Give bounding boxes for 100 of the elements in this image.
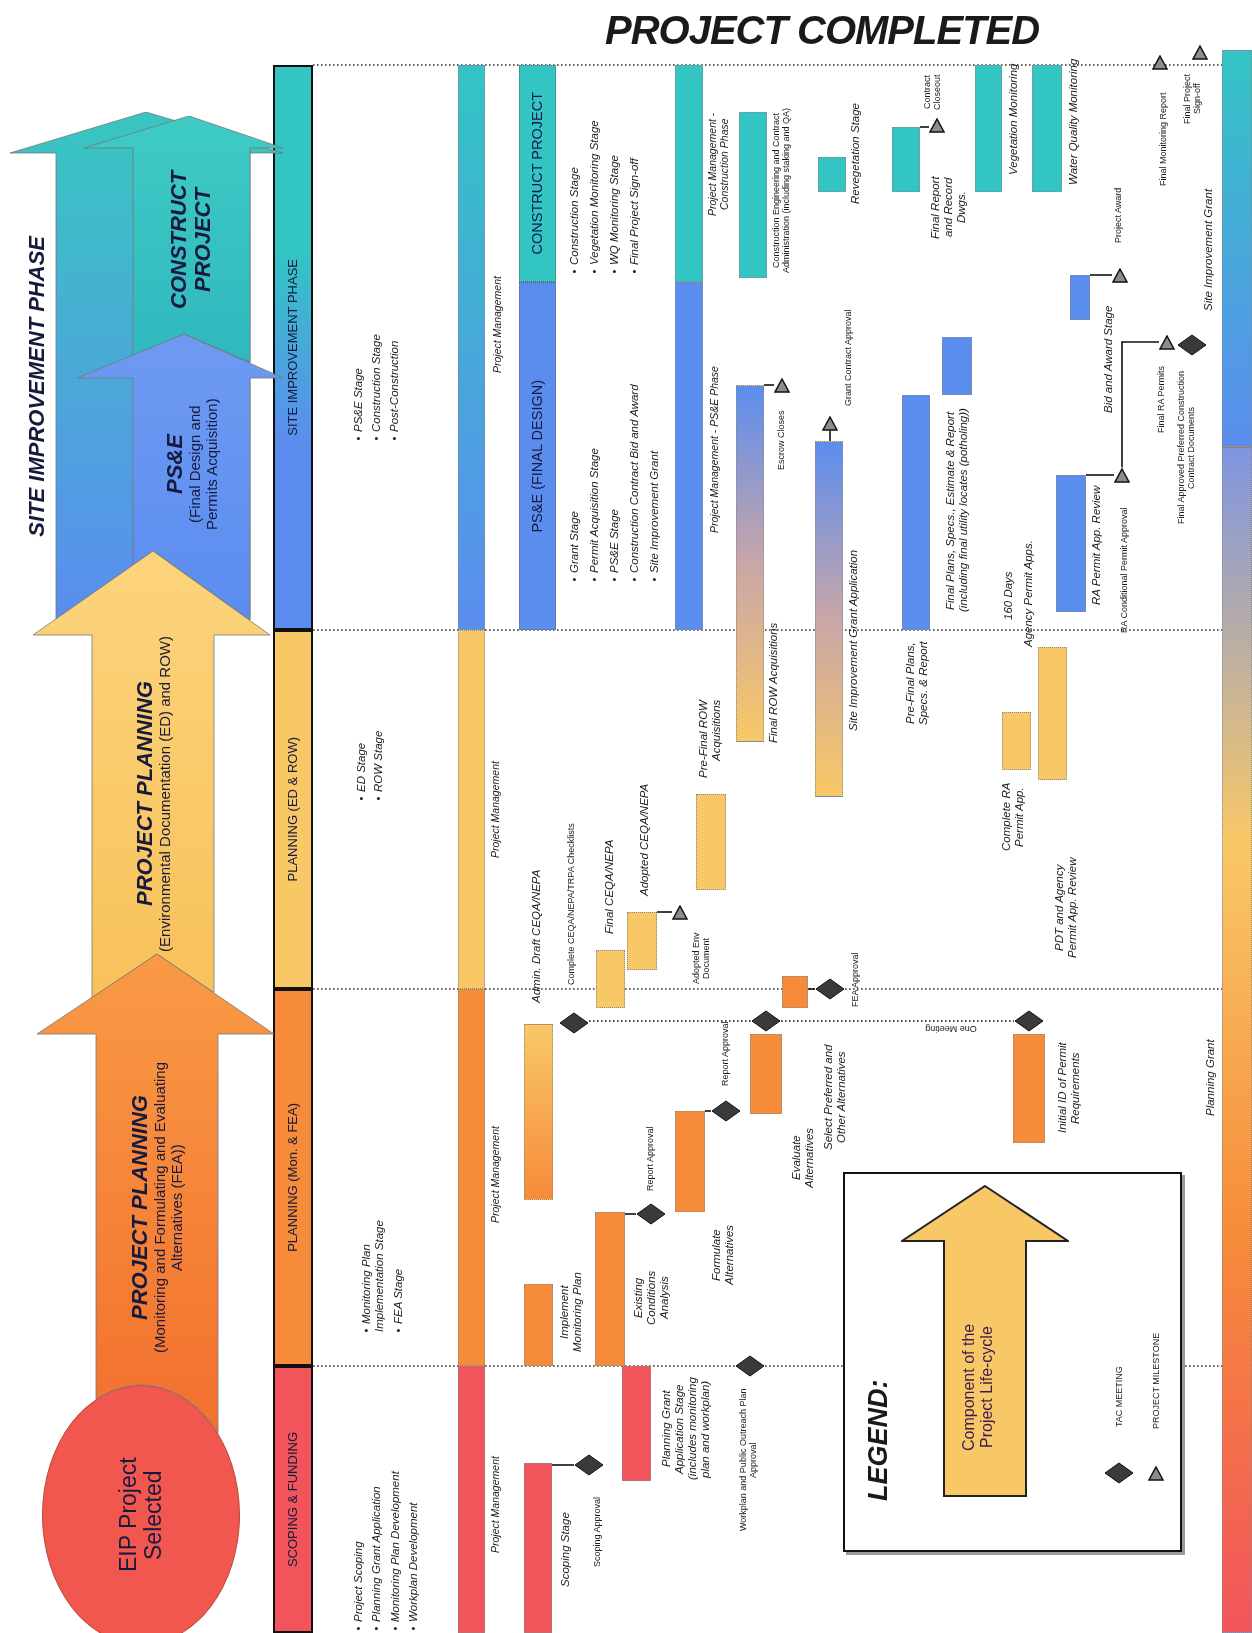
bullet-item: FEA Stage: [392, 1220, 405, 1332]
task-bar: [458, 65, 485, 630]
bullet-item: Permit Acquisition Stage: [588, 313, 601, 581]
milestone-label: FEA Approval: [850, 951, 861, 1010]
bullet-item: PS&E Stage: [608, 313, 621, 581]
milestone-triangle: [822, 415, 838, 431]
task-bar: [1032, 65, 1062, 192]
milestone-triangle: [672, 904, 688, 920]
task-label: Select Preferred and Other Alternatives: [822, 1043, 848, 1152]
connector-line: [807, 988, 816, 990]
milestone-label: Final Monitoring Report: [1158, 91, 1169, 188]
task-label: Revegetation Stage: [849, 101, 862, 206]
arrow-title: SITE IMPROVEMENT PHASE: [24, 236, 50, 537]
meeting-diamond: [711, 1100, 741, 1122]
task-bar: [596, 950, 625, 1008]
task-bar: [524, 1284, 553, 1366]
task-label: Scoping Stage: [559, 1511, 572, 1590]
task-label: RA Permit App. Review: [1090, 484, 1103, 608]
milestone-label: Final Project Sign-off: [1182, 73, 1203, 126]
phase-box: [519, 65, 556, 282]
task-label: Project Management: [490, 760, 502, 861]
phase-banner: [77, 334, 283, 620]
milestone-triangle: [1114, 467, 1130, 483]
meeting-diamond: [574, 1454, 604, 1476]
phase-banner: [37, 954, 274, 1434]
task-label: Water Quality Monitoring: [1067, 57, 1080, 188]
bullet-item: Monitoring Plan Development: [389, 1380, 402, 1630]
milestone-triangle: [1152, 54, 1168, 70]
bullet-item: WQ Monitoring Stage: [608, 68, 621, 273]
bullet-item: Workplan Development: [407, 1380, 420, 1630]
connector-line: [1085, 474, 1115, 476]
task-bar: [458, 989, 485, 1366]
meeting-diamond: [1177, 334, 1207, 356]
task-bar: [1070, 275, 1090, 320]
bullet-item: Construction Stage: [568, 68, 581, 273]
milestone-label: Complete CEQA/NEPA/TRPA Checklists: [566, 822, 577, 988]
task-bar: [458, 1366, 485, 1633]
task-label: Agency Permit Apps.: [1022, 539, 1035, 650]
bullet-item: Final Project Sign-off: [628, 68, 641, 273]
arrow-subtitle: (Environmental Documentation (ED) and ROW): [156, 635, 174, 952]
page-title: PROJECT COMPLETED: [605, 8, 1040, 53]
task-label: Final CEQA/NEPA: [603, 838, 616, 937]
stage-header-bar: [273, 1366, 313, 1633]
legend-label: Component of the Project Life-cycle: [960, 1322, 996, 1454]
task-bar: [736, 385, 764, 742]
task-label: Pre-Final ROW Acquisitions: [697, 700, 723, 780]
task-label: Final ROW Acquisitions: [767, 621, 780, 746]
bullet-item: ED Stage: [355, 700, 368, 800]
legend-title: LEGEND:: [863, 1378, 894, 1503]
task-bar: [675, 65, 703, 282]
task-bar: [458, 630, 485, 989]
milestone-triangle: [1192, 44, 1208, 60]
stage-label: PLANNING (Mon. & FEA): [285, 1103, 301, 1252]
bullet-item: PS&E Stage: [352, 290, 365, 440]
task-bar: [818, 157, 846, 192]
phase-label: PS&E (FINAL DESIGN): [529, 379, 546, 533]
bullet-item: Planning Grant Application: [370, 1380, 383, 1630]
task-label: Formulate Alternatives: [710, 1223, 736, 1288]
task-bar: [1222, 447, 1252, 1633]
arrow-title: PROJECT PLANNING: [132, 681, 157, 906]
task-bar: [1002, 712, 1031, 770]
task-bar: [1013, 1034, 1045, 1143]
bullet-item: Construction Contract Bid and Award: [628, 313, 641, 581]
task-bar: [1056, 475, 1086, 612]
stage-label: PLANNING (ED & ROW): [285, 737, 301, 882]
milestone-label: Escrow Closes: [776, 409, 787, 472]
milestone-label: Workplan and Public Outreach Plan Approval: [738, 1387, 759, 1534]
task-label: Site Improvement Grant Application: [847, 548, 860, 733]
bullet-item: Construction Stage: [370, 290, 383, 440]
arrow-title: PS&E: [162, 434, 188, 494]
milestone-label: Scoping Approval: [592, 1495, 603, 1570]
task-label: Evaluate Alternatives: [790, 1126, 816, 1191]
milestone-triangle: [774, 377, 790, 393]
arrow-title: PROJECT PLANNING: [128, 1095, 153, 1321]
milestone-label: Contract Closeout: [922, 73, 943, 112]
milestone-label: Final Approved Preferred Construction Contract Documents: [1176, 369, 1197, 527]
task-bar: [739, 112, 767, 278]
bullet-item: Monitoring Plan Implementation Stage: [360, 1220, 386, 1332]
connector-line: [763, 384, 775, 386]
task-bar: [892, 127, 920, 192]
milestone-label: RA Conditional Permit Approval: [1119, 506, 1130, 635]
phase-label: CONSTRUCT PROJECT: [529, 92, 546, 255]
arrow-subtitle: (Monitoring and Formulating and Evaluating Alternatives (FEA)): [152, 1061, 186, 1356]
task-bar: [1222, 50, 1252, 447]
bullet-item: ROW Stage: [372, 700, 385, 800]
task-bar: [782, 976, 808, 1008]
task-label: Project Management - Construction Phase: [707, 111, 731, 218]
task-bar: [675, 282, 703, 630]
task-label: Project Management: [492, 275, 504, 376]
task-bar: [595, 1212, 625, 1366]
arrow-subtitle: (Final Design and Permits Acquisition): [187, 397, 221, 532]
connector-line: [588, 1020, 752, 1022]
stage-header-bar: [273, 630, 313, 989]
bullet-item: Grant Stage: [568, 313, 581, 581]
meeting-diamond: [735, 1355, 765, 1377]
milestone-triangle: [1159, 334, 1175, 350]
task-bar: [750, 1034, 782, 1114]
task-label: 160 Days: [1002, 570, 1015, 623]
task-label: Final Report and Record Dwgs.: [929, 175, 968, 241]
connector-line: [829, 429, 831, 442]
